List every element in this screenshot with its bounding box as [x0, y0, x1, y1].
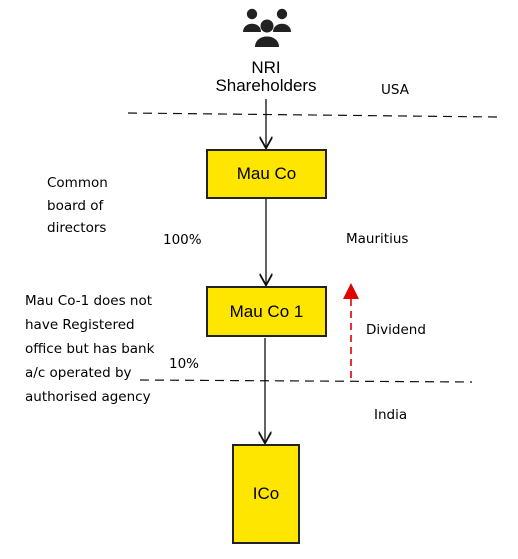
- shareholders-label: NRI Shareholders: [196, 59, 336, 95]
- entity-ico: ICo: [232, 444, 300, 544]
- board-note-line: directors: [47, 220, 107, 236]
- mauritius-india-boundary: [139, 379, 473, 383]
- entity-mau-co: Mau Co: [206, 149, 327, 199]
- holding-10-percent: 10%: [169, 356, 200, 372]
- entity-mau-co-label: Mau Co: [236, 164, 297, 183]
- shareholders-label-line2: Shareholders: [215, 76, 317, 95]
- entity-mau-co-1-label: Mau Co 1: [229, 301, 304, 321]
- jurisdiction-india: India: [374, 407, 408, 423]
- shareholders-label-line1: NRI: [251, 58, 281, 77]
- mau-co-1-note: Mau Co-1 does not have Registered office…: [25, 289, 154, 409]
- mau-co-1-note-line: a/c operated by: [25, 365, 132, 381]
- mau-co-1-note-line: office but has bank: [25, 341, 155, 357]
- mau-co-1-note-line: have Registered: [25, 317, 135, 333]
- jurisdiction-usa: USA: [381, 82, 409, 98]
- usa-mauritius-boundary: [127, 112, 498, 118]
- mau-co-1-note-line: Mau Co-1 does not: [25, 293, 153, 309]
- entity-mau-co-1: Mau Co 1: [206, 286, 327, 337]
- dividend-label: Dividend: [366, 322, 426, 338]
- board-note: Common board of directors: [47, 172, 108, 240]
- mau-co-1-note-line: authorised agency: [25, 389, 151, 405]
- holding-100-percent: 100%: [163, 232, 202, 248]
- board-note-line: board of: [47, 197, 104, 214]
- jurisdiction-mauritius: Mauritius: [346, 231, 409, 247]
- board-note-line: Common: [47, 175, 108, 191]
- entity-ico-label: ICo: [252, 484, 280, 503]
- people-group-icon: [243, 6, 291, 48]
